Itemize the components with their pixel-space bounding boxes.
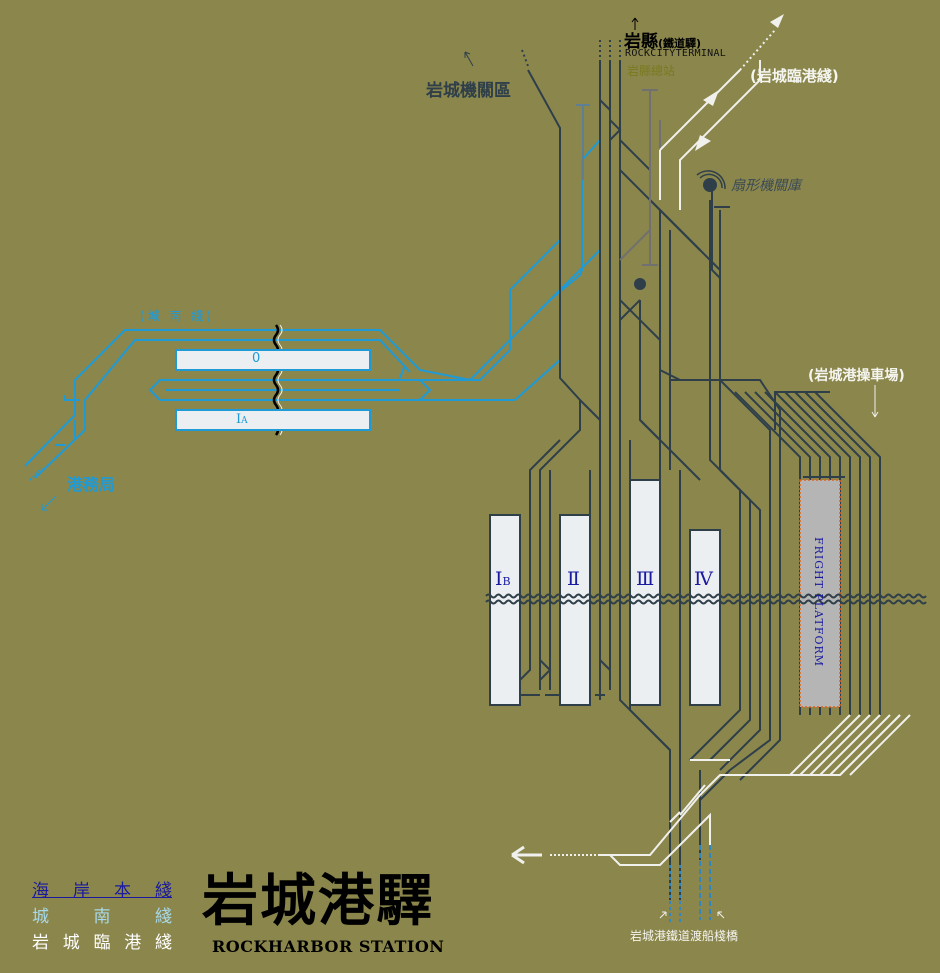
north-station-en: ROCKCITYTERMINAL bbox=[625, 48, 727, 59]
yard-track bbox=[734, 391, 801, 715]
harbor-yard-track bbox=[849, 714, 911, 776]
platform-IB-label: ⅠB bbox=[495, 568, 511, 590]
roundhouse-label: 扇形機關庫 bbox=[731, 178, 801, 194]
siding-tracks bbox=[576, 89, 730, 279]
platform-IA-label: ⅠA bbox=[236, 412, 248, 427]
yard-track bbox=[814, 391, 881, 715]
north-station-label: 岩縣(鐵道驛) bbox=[624, 27, 701, 52]
harbor-yard-track bbox=[829, 714, 891, 776]
platform-0-label: 0 bbox=[252, 351, 261, 366]
ferry-pier-label: 岩城港鐵道渡船棧橋 bbox=[630, 929, 739, 943]
platform-IV-label: Ⅳ bbox=[694, 568, 713, 590]
harbor-line-arrow-icon bbox=[770, 14, 784, 28]
signal-dot-icon bbox=[634, 278, 646, 290]
platform-II bbox=[559, 514, 591, 706]
platform-0 bbox=[175, 349, 371, 371]
north-station-name: 岩縣 bbox=[624, 32, 658, 52]
main-break-marker bbox=[485, 593, 927, 605]
ferry-pier-tracks bbox=[659, 845, 725, 925]
yard-track bbox=[784, 391, 851, 715]
harbor-yard-track bbox=[839, 714, 901, 776]
yard-track bbox=[804, 391, 871, 715]
platform-II-label: Ⅱ bbox=[567, 568, 580, 590]
station-title: 岩城港驛 bbox=[202, 869, 434, 934]
harbor-office-arrow-icon bbox=[41, 495, 57, 511]
legend-chengnan-line: 城南綫 bbox=[32, 907, 172, 927]
platform-IA-num: Ⅰ bbox=[236, 412, 242, 427]
station-title-en: ROCKHARBOR STATION bbox=[212, 937, 445, 956]
yard-track bbox=[794, 391, 861, 715]
harbor-yard-track bbox=[799, 714, 861, 776]
yard-label: (岩城港操車場) bbox=[808, 368, 905, 384]
harbor-yard-track bbox=[789, 714, 851, 776]
harbor-yard-track bbox=[819, 714, 881, 776]
legend-coastal-main-line: 海岸本綫 bbox=[32, 881, 172, 901]
platform-IA-sub: A bbox=[241, 416, 248, 426]
platform-IB bbox=[489, 514, 521, 706]
platform-IB-sub: B bbox=[502, 575, 511, 588]
depot-arrow-icon bbox=[464, 51, 474, 67]
harbor-line-label: (岩城臨港綫) bbox=[750, 67, 839, 85]
platform-IA bbox=[175, 409, 371, 431]
harbor-yard-track bbox=[809, 714, 871, 776]
harbor-yard-ends bbox=[789, 714, 911, 776]
depot-area-label: 岩城機關區 bbox=[426, 81, 511, 101]
freight-platform bbox=[799, 479, 841, 708]
north-station-suffix: (鐵道驛) bbox=[658, 37, 702, 50]
north-arrow-icon bbox=[631, 17, 639, 30]
yard-arrow-icon bbox=[871, 385, 879, 418]
platform-III bbox=[629, 479, 661, 706]
platform-III-label: Ⅲ bbox=[636, 568, 655, 590]
freight-platform-label: FRIGHT PLATFORM bbox=[812, 537, 825, 668]
legend-harbor-line: 岩城臨港綫 bbox=[32, 933, 172, 953]
platform-IB-num: Ⅰ bbox=[495, 568, 503, 590]
roundhouse-icon bbox=[696, 170, 726, 192]
platform-IV bbox=[689, 529, 721, 706]
chengnan-line-label: (城 南 綫) bbox=[140, 309, 214, 323]
west-arrow-icon bbox=[511, 845, 542, 865]
north-station-alt: 岩縣總站 bbox=[627, 64, 676, 78]
harbor-office-label: 港務局 bbox=[67, 475, 116, 494]
